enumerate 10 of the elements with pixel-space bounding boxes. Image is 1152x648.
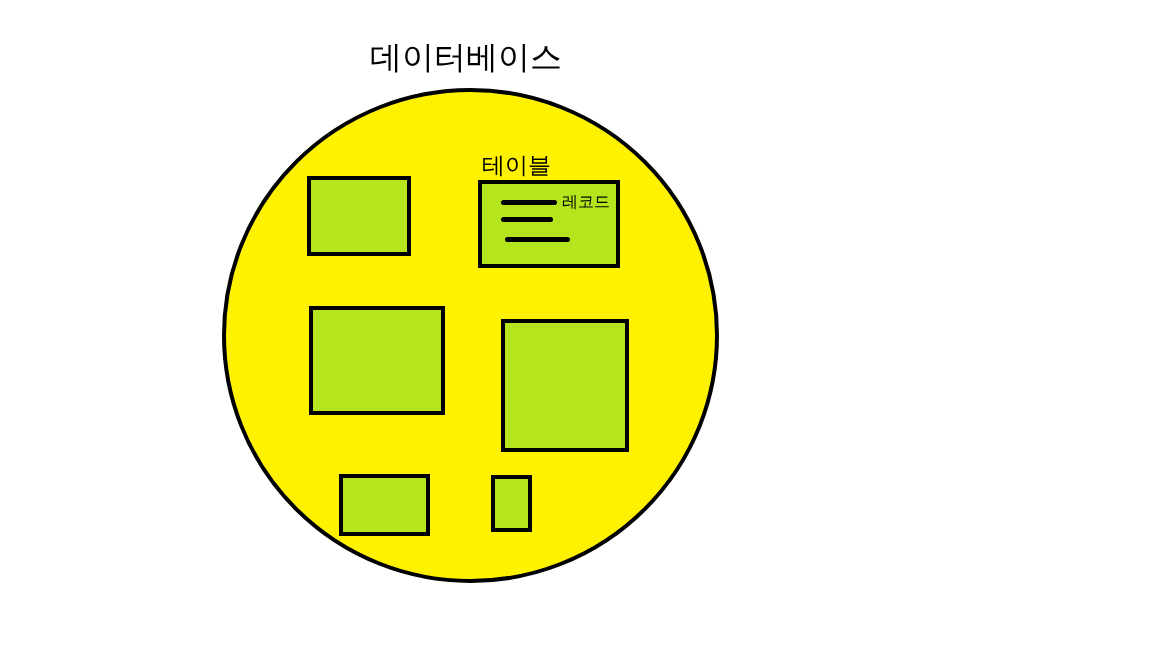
database-title: 데이터베이스 [370,37,562,78]
table-box [309,306,445,415]
table-title: 테이블 [482,151,551,180]
table-box [339,474,430,536]
table-box [307,176,411,256]
record-label: 레코드 [562,192,610,213]
record-line [505,237,570,242]
table-box [501,319,629,452]
record-line [501,217,553,222]
table-box [491,475,532,532]
